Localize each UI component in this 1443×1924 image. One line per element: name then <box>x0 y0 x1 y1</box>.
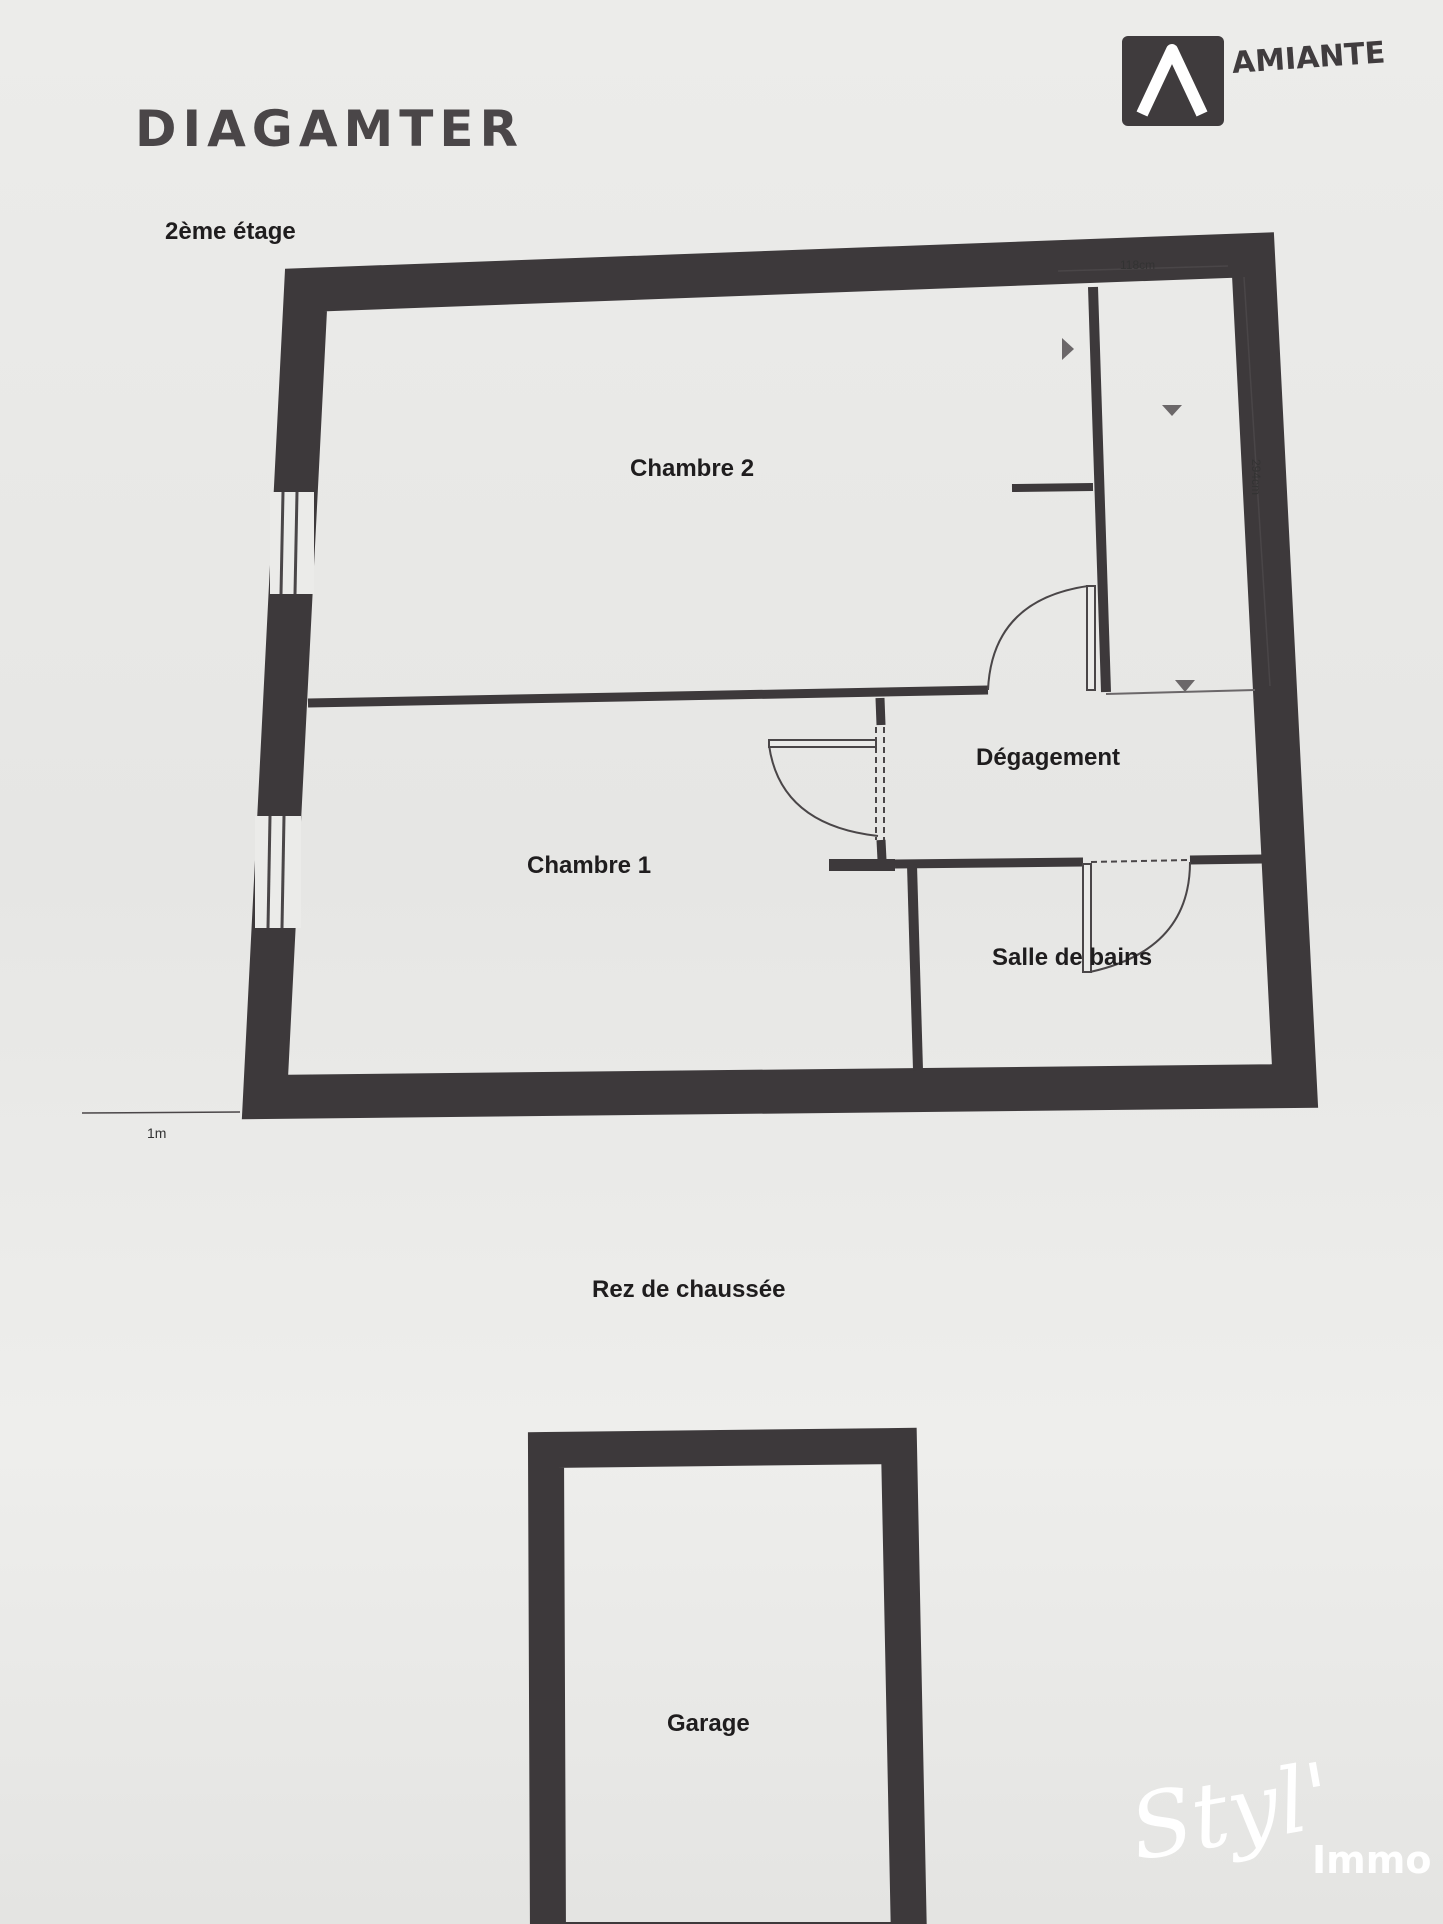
dimension-height-label: 294cm <box>1249 458 1264 496</box>
dimension-line-height <box>1243 276 1271 687</box>
wall-chambre1-degagement <box>875 697 886 726</box>
door-arc-chambre1 <box>768 744 879 837</box>
window-upper <box>270 491 314 595</box>
room-label-chambre-2: Chambre 2 <box>630 455 755 482</box>
marker-triangle-1 <box>1062 338 1074 360</box>
floor-title-ground: Rez de chaussée <box>592 1276 786 1303</box>
garage-wall <box>527 1427 927 1924</box>
marker-triangle-2 <box>1162 405 1182 416</box>
watermark-logo-text: Immo <box>1312 1838 1432 1882</box>
door-leaf-chambre2 <box>1086 585 1096 691</box>
door-leaf-chambre1 <box>768 739 877 748</box>
door-arc-bath <box>1089 861 1191 973</box>
room-label-garage: Garage <box>667 1710 750 1737</box>
wall-bath-left <box>907 864 923 1071</box>
marker-triangle-3 <box>1175 680 1195 692</box>
room-label-chambre-1: Chambre 1 <box>527 852 652 879</box>
room-label-salle-de-bains: Salle de bains <box>992 944 1153 971</box>
wall-closet-vertical <box>1088 286 1111 693</box>
wall-chambre2-chambre1 <box>307 685 989 708</box>
brand-name: DIAGAMTER <box>135 100 525 158</box>
scale-bar <box>81 1111 241 1114</box>
scale-label: 1m <box>147 1125 167 1141</box>
floor-title-upper: 2ème étage <box>165 218 296 245</box>
room-label-degagement: Dégagement <box>976 744 1121 771</box>
wall-bath-top-right <box>1189 854 1263 865</box>
dimension-line-width <box>1057 265 1229 272</box>
amiante-logo-icon <box>1122 36 1224 126</box>
door-arc-chambre2 <box>987 585 1089 691</box>
dimension-width-label: 118cm <box>1120 258 1156 272</box>
window-lower <box>255 815 301 929</box>
wall-chambre1-degagement-lower <box>876 839 887 861</box>
door-leaf-bath <box>1082 863 1092 973</box>
wall-closet-stub <box>1011 483 1094 492</box>
wall-bath-top <box>894 857 1084 869</box>
